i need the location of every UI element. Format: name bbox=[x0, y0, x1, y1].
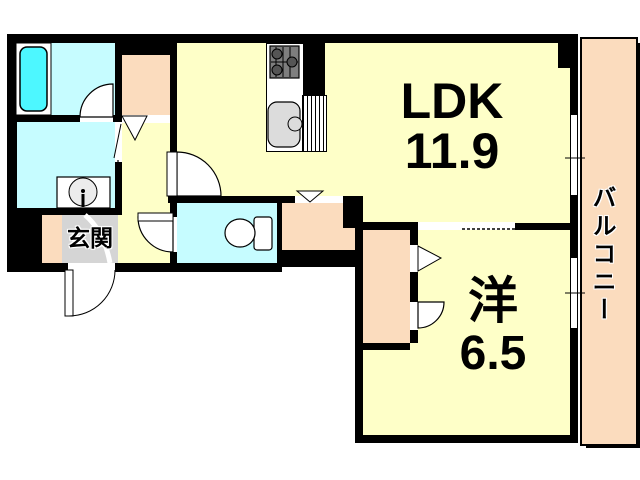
balcony-label: バルコニー bbox=[588, 185, 615, 325]
wall-bath-washroom bbox=[7, 115, 115, 122]
stove-burner bbox=[271, 64, 283, 76]
kitchen-sink-faucet bbox=[287, 116, 303, 132]
stove-burner bbox=[286, 56, 298, 68]
western-room-size-label: 6.5 bbox=[459, 327, 527, 380]
wall-west-closet-right bbox=[410, 228, 418, 343]
wall-bottom-left bbox=[7, 263, 282, 272]
toilet-tank bbox=[253, 216, 273, 251]
opening-mid-closet bbox=[295, 196, 343, 203]
ldk-floor bbox=[175, 43, 572, 203]
stove-burner bbox=[271, 48, 283, 60]
ldk-door-leaf bbox=[166, 151, 178, 197]
entrance-step-curve bbox=[83, 213, 113, 264]
wall-corner-block bbox=[558, 34, 578, 68]
mid-closet-opening-marker bbox=[295, 190, 325, 203]
wall-mid-block bbox=[343, 196, 363, 228]
washroom-door-leaf bbox=[113, 123, 122, 159]
wall-mid-closet-bottom bbox=[277, 250, 363, 267]
hall-closet-opening-marker bbox=[121, 115, 148, 142]
western-room-closet bbox=[363, 228, 410, 343]
wall-ldk-west-right bbox=[515, 223, 578, 230]
opening-bath-door bbox=[80, 115, 113, 122]
opening-west-closet-top bbox=[410, 245, 418, 272]
kitchen-drainboard bbox=[302, 95, 327, 152]
wall-ldk-west-left bbox=[358, 222, 418, 230]
opening-entrance-door bbox=[68, 263, 115, 272]
wash-basin-drain bbox=[81, 189, 85, 193]
ldk-door-swing bbox=[176, 151, 222, 197]
ldk-size-label: 11.9 bbox=[404, 123, 500, 179]
ldk-balcony-window bbox=[570, 115, 578, 195]
wall-left bbox=[7, 34, 17, 272]
toilet-door-swing bbox=[137, 216, 174, 253]
western-room-label: 洋 bbox=[468, 273, 518, 329]
wall-west-left bbox=[355, 228, 363, 443]
wall-above-toilet bbox=[168, 196, 363, 203]
wall-toilet-right bbox=[277, 196, 282, 263]
opening-west-sliding-door bbox=[418, 222, 515, 230]
shoe-cabinet bbox=[42, 215, 62, 263]
west-closet-opening-marker bbox=[417, 245, 443, 272]
wall-top-closet bbox=[115, 34, 177, 55]
wall-top bbox=[7, 34, 578, 43]
opening-washroom-door bbox=[115, 122, 122, 162]
ldk-label: LDK bbox=[400, 73, 504, 129]
entrance-label: 玄関 bbox=[67, 225, 113, 251]
bathtub bbox=[19, 46, 48, 112]
balcony-area bbox=[580, 37, 638, 446]
wall-right bbox=[570, 34, 578, 443]
bath-door-swing bbox=[79, 83, 114, 118]
toilet-door-leaf bbox=[137, 212, 174, 222]
west-closet-door-swing bbox=[417, 301, 445, 329]
wall-hall-ldk bbox=[170, 55, 177, 152]
wall-west-closet-bottom bbox=[363, 343, 410, 350]
wall-west-bottom bbox=[355, 435, 578, 443]
wall-kitchen-pillar bbox=[302, 43, 325, 95]
entrance-door-swing bbox=[68, 269, 116, 317]
hall-closet bbox=[122, 55, 170, 115]
entrance-door-leaf bbox=[64, 269, 74, 317]
opening-west-closet-bottom bbox=[410, 302, 418, 330]
wall-entrance-left-block bbox=[17, 215, 42, 263]
wall-washroom-bottom bbox=[7, 208, 122, 215]
toilet-bowl bbox=[224, 218, 256, 248]
wall-bath-closet bbox=[115, 34, 122, 122]
